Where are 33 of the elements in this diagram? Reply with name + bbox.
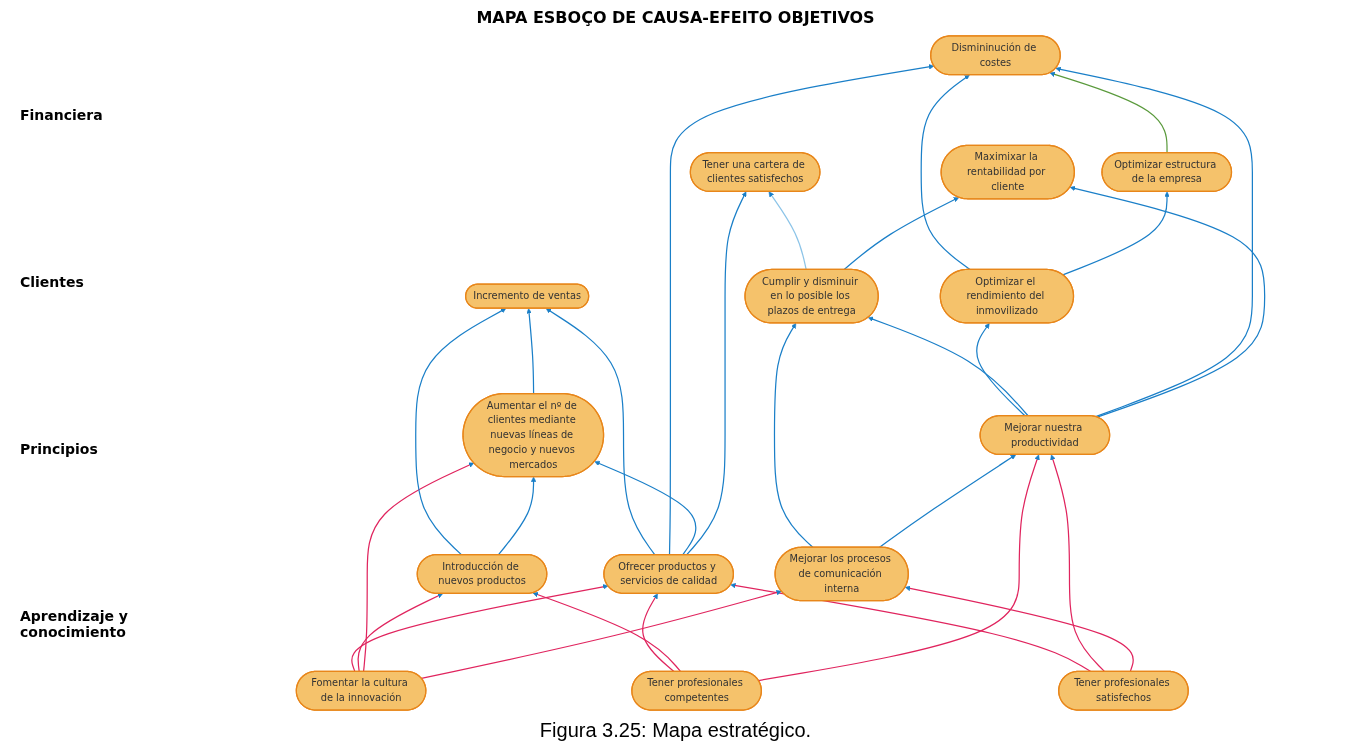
perspective-label: Principios xyxy=(20,440,99,457)
arrow xyxy=(497,476,537,556)
arrow xyxy=(1050,454,1106,673)
perspective-label: Financiera xyxy=(20,106,104,123)
arrow xyxy=(878,454,1017,549)
arrow xyxy=(730,582,1092,673)
arrow xyxy=(768,191,807,271)
arrow xyxy=(642,593,675,673)
arrow xyxy=(685,191,747,556)
arrow xyxy=(668,64,935,556)
perspective-label: Aprendizaje y conocimiento xyxy=(20,607,129,640)
figure-caption: Figura 3.25: Mapa estratégico. xyxy=(539,719,812,742)
arrow xyxy=(868,316,1029,417)
arrow xyxy=(415,308,507,556)
diagram-title: MAPA ESBOÇO DE CAUSA-EFEITO OBJETIVOS xyxy=(476,8,875,27)
arrow xyxy=(357,593,443,673)
arrow xyxy=(976,322,1026,417)
arrow xyxy=(904,585,1134,673)
arrow xyxy=(545,308,656,556)
arrow xyxy=(1049,71,1168,154)
arrow xyxy=(758,454,1040,682)
arrow xyxy=(362,462,475,673)
arrow xyxy=(532,592,682,673)
perspective-label: Clientes xyxy=(20,273,85,290)
arrow xyxy=(1069,185,1266,418)
arrow xyxy=(1055,66,1253,418)
arrow xyxy=(526,308,535,395)
arrow xyxy=(920,74,971,271)
arrow xyxy=(1062,191,1170,276)
arrow xyxy=(843,197,960,271)
arrow xyxy=(351,584,609,673)
arrow xyxy=(594,460,697,556)
arrow xyxy=(773,322,814,549)
